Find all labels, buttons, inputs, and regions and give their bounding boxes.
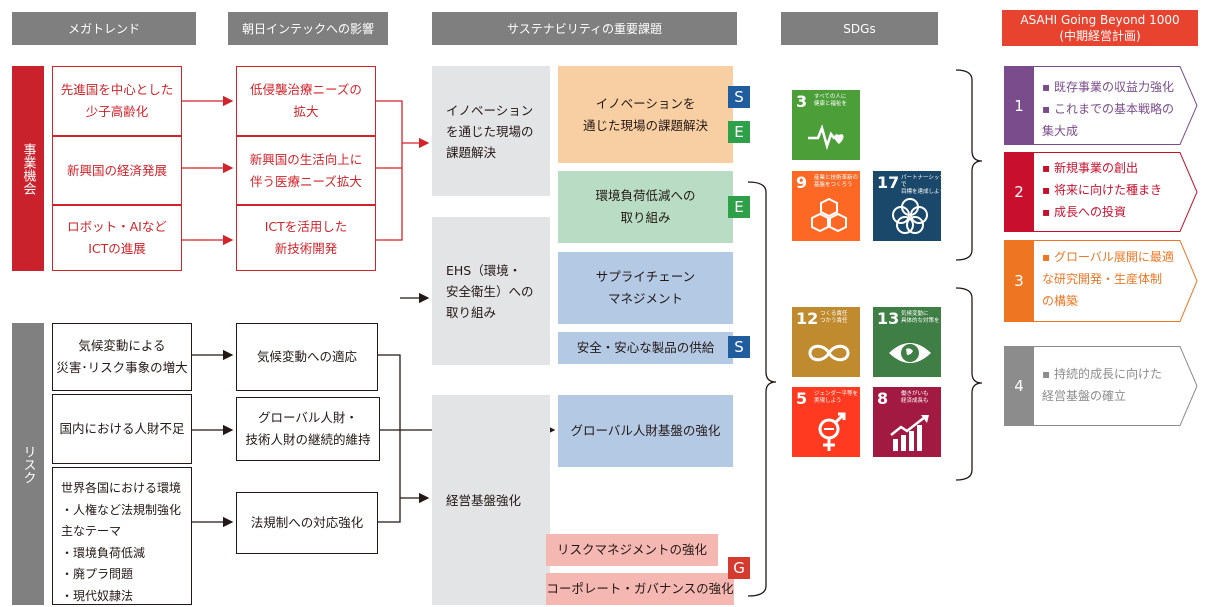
materiality-supply-chain: サプライチェーン マネジメント (558, 252, 733, 324)
infinity-icon (808, 344, 850, 362)
goal-4: 4 ▪ 持続的成長に向けた 経営基盤の確立 (1004, 346, 1198, 426)
header-plan: ASAHI Going Beyond 1000 (中期経営計画) (1002, 10, 1198, 46)
goal-1-item: ▪ これまでの基本戦略の 集大成 (1042, 102, 1174, 138)
materiality-innovation: イノベーションを 通じた現場の課題解決 (558, 66, 733, 163)
impact-climate-adaptation: 気候変動への適応 (236, 323, 378, 391)
goal-2-item: ▪ 成長への投資 (1042, 205, 1126, 219)
tag-e-innovation: E (728, 121, 750, 143)
tag-s-product-safety: S (728, 336, 750, 358)
goal-2-item: ▪ 新規事業の創出 (1042, 161, 1138, 175)
category-management: 経営基盤強化 (432, 395, 550, 605)
megatrend-aging: 先進国を中心とした 少子高齢化 (52, 66, 182, 136)
materiality-risk-management: リスクマネジメントの強化 (546, 534, 718, 566)
impact-regulation: 法規制への対応強化 (236, 492, 378, 554)
header-impact: 朝日インテックへの影響 (228, 12, 388, 45)
impact-medical-needs: 新興国の生活向上に 伴う医療ニーズ拡大 (236, 136, 376, 205)
goal-1-number: 1 (1004, 66, 1034, 145)
goal-3-item: ▪ グローバル展開に最適 な研究開発・生産体制 の構築 (1042, 250, 1174, 308)
goal-1: 1 ▪ 既存事業の収益力強化 ▪ これまでの基本戦略の 集大成 (1004, 66, 1198, 145)
header-plan-title: ASAHI Going Beyond 1000 (1020, 13, 1180, 27)
goal-2-number: 2 (1004, 152, 1034, 232)
header-sdgs: SDGs (781, 12, 938, 45)
materiality-global-talent: グローバル人財基盤の強化 (558, 395, 733, 467)
category-innovation: イノベーション を通じた現場の 課題解決 (432, 66, 550, 196)
label-opportunity: 事業機会 (12, 66, 44, 271)
growth-chart-icon (890, 415, 929, 451)
materiality-environment: 環境負荷低減への 取り組み (558, 171, 733, 243)
risk-climate: 気候変動による 災害･リスク事象の増大 (52, 323, 192, 391)
goal-4-item: ▪ 持続的成長に向けた 経営基盤の確立 (1042, 367, 1162, 403)
gender-icon (818, 412, 846, 451)
impact-talent: グローバル人財・ 技術人財の継続的維持 (236, 397, 380, 461)
category-ehs: EHS（環境・ 安全衛生）への 取り組み (432, 217, 550, 365)
cubes-icon (811, 197, 847, 233)
label-risk: リスク (12, 323, 44, 605)
rings-icon (892, 198, 928, 234)
goal-3-number: 3 (1004, 240, 1034, 322)
materiality-product-safety: 安全・安心な製品の供給 (558, 332, 733, 364)
megatrend-emerging-economy: 新興国の経済発展 (52, 136, 182, 205)
goal-2-item: ▪ 将来に向けた種まき (1042, 183, 1162, 197)
impact-minimally-invasive: 低侵襲治療ニーズの 拡大 (236, 66, 376, 136)
tag-s-innovation: S (728, 86, 750, 108)
goal-1-item: ▪ 既存事業の収益力強化 (1042, 80, 1174, 94)
risk-labor-shortage: 国内における人財不足 (52, 394, 192, 464)
eye-globe-icon (889, 343, 931, 363)
materiality-governance: コーポレート・ガバナンスの強化 (546, 573, 734, 605)
goal-2: 2 ▪ 新規事業の創出 ▪ 将来に向けた種まき ▪ 成長への投資 (1004, 152, 1198, 232)
megatrend-ict: ロボット・AIなど ICTの進展 (52, 205, 182, 271)
heartbeat-icon (808, 124, 844, 151)
tag-e-environment: E (728, 196, 750, 218)
goal-3: 3 ▪ グローバル展開に最適 な研究開発・生産体制 の構築 (1004, 240, 1198, 322)
tag-g-governance: G (728, 557, 750, 579)
header-plan-subtitle: (中期経営計画) (1059, 29, 1141, 43)
goal-4-number: 4 (1004, 346, 1034, 426)
impact-ict-tech: ICTを活用した 新技術開発 (236, 205, 376, 271)
header-megatrend: メガトレンド (12, 12, 196, 45)
risk-regulation: 世界各国における環境 ・人権など法規制強化 主なテーマ ・環境負荷低減 ・廃プラ… (52, 467, 192, 605)
header-materiality: サステナビリティの重要課題 (432, 12, 737, 45)
